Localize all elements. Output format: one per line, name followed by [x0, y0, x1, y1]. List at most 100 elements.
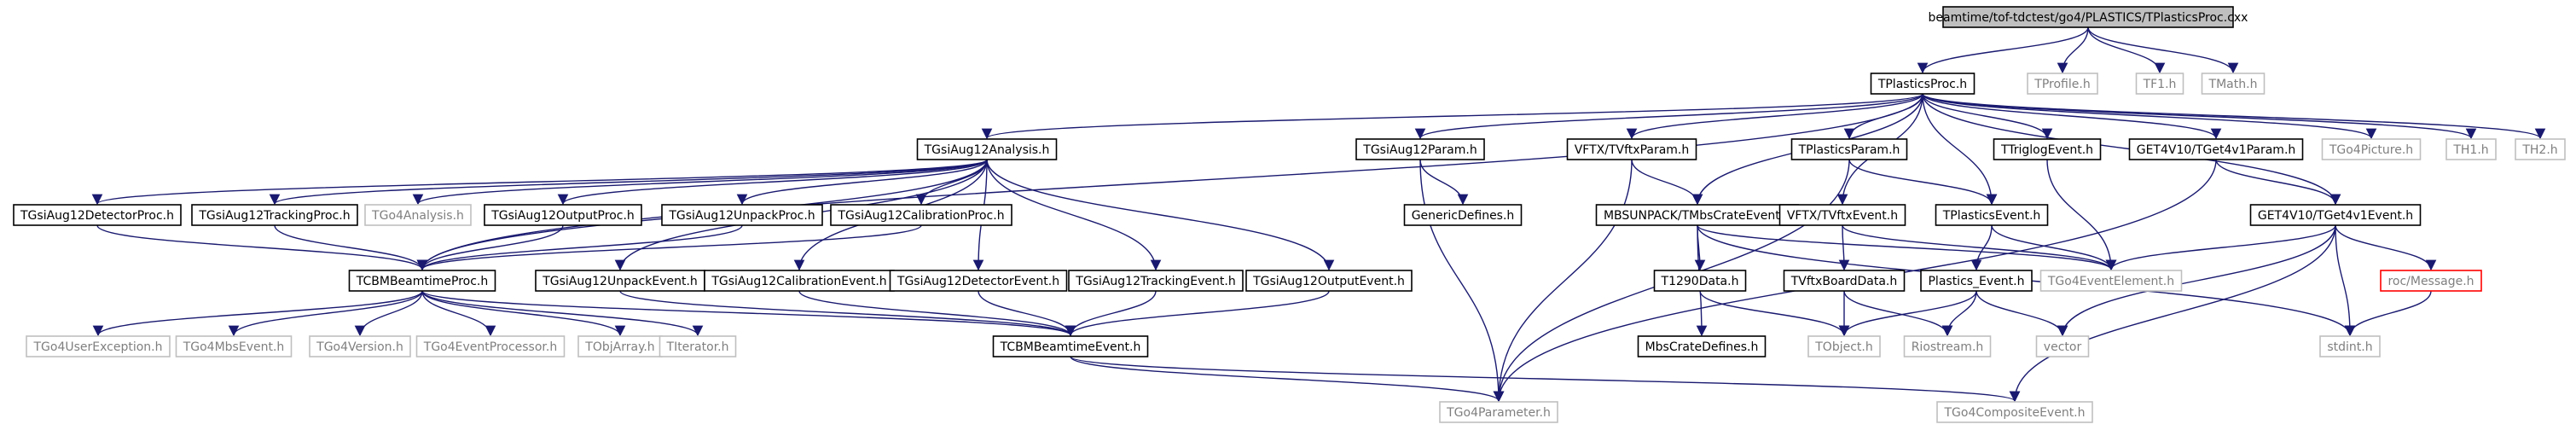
file-node-tcbmbeamtimeproc[interactable]: TCBMBeamtimeProc.h	[348, 270, 496, 292]
file-node-tplasticsparam[interactable]: TPlasticsParam.h	[1790, 138, 1908, 160]
file-node-tvftxboarddata[interactable]: TVftxBoardData.h	[1783, 270, 1906, 292]
node-label: TGsiAug12DetectorEvent.h	[896, 275, 1059, 288]
file-node-unpackproc[interactable]: TGsiAug12UnpackProc.h	[661, 204, 823, 226]
edge-tgsianalysis-to-unpackproc	[736, 159, 988, 206]
node-label: stdint.h	[2327, 340, 2372, 354]
file-node-vftxevent[interactable]: VFTX/TVftxEvent.h	[1778, 204, 1906, 226]
file-node-calibrationevent[interactable]: TGsiAug12CalibrationEvent.h	[704, 270, 895, 292]
file-node-tobjarray[interactable]: TObjArray.h	[577, 335, 663, 357]
node-label: VFTX/TVftxParam.h	[1575, 143, 1690, 157]
edge-tplasticsproc-to-tgsianalysis	[982, 93, 1923, 140]
node-label: TGo4Analysis.h	[371, 209, 464, 223]
edge-tgsianalysis-to-outputproc	[557, 159, 988, 206]
file-node-tplasticsproc[interactable]: TPlasticsProc.h	[1870, 73, 1976, 95]
file-node-trackingproc[interactable]: TGsiAug12TrackingProc.h	[191, 204, 358, 226]
edge-plasticsevent-to-tobject	[1838, 290, 1977, 337]
file-node-outputevent[interactable]: TGsiAug12OutputEvent.h	[1245, 270, 1413, 292]
file-node-tgo4eventelement[interactable]: TGo4EventElement.h	[2039, 270, 2183, 292]
edge-get4event-to-vector	[2057, 224, 2336, 337]
file-node-get4param[interactable]: GET4V10/TGet4v1Param.h	[2128, 138, 2304, 160]
file-nodes: beamtime/tof-tdctest/go4/PLASTICS/TPlast…	[13, 6, 2566, 423]
edge-vftxevent-to-tvftxboarddata	[1838, 224, 1850, 271]
file-node-detectorproc[interactable]: TGsiAug12DetectorProc.h	[13, 204, 182, 226]
node-box	[1595, 204, 1800, 226]
node-box	[577, 335, 663, 357]
node-label: TGo4EventElement.h	[2047, 275, 2174, 288]
node-label: TGo4Parameter.h	[1446, 406, 1551, 420]
node-box	[1942, 6, 2234, 28]
file-node-rocmessage[interactable]: roc/Message.h	[2380, 270, 2482, 292]
edge-tgsianalysis-to-detectorproc	[92, 159, 988, 206]
edge-trackingproc-to-tcbmbeamtimeproc	[274, 224, 428, 271]
node-box	[2039, 270, 2183, 292]
node-label: GenericDefines.h	[1412, 209, 1515, 223]
file-node-stdint[interactable]: stdint.h	[2319, 335, 2381, 357]
node-label: Riostream.h	[1912, 340, 1984, 354]
node-label: Plastics_Event.h	[1928, 275, 2024, 288]
node-box	[1637, 335, 1767, 357]
file-node-tmath[interactable]: TMath.h	[2201, 73, 2266, 95]
file-node-th2[interactable]: TH2.h	[2515, 138, 2566, 160]
file-node-genericdefines[interactable]: GenericDefines.h	[1403, 204, 1523, 226]
node-box	[1783, 270, 1906, 292]
file-node-t1290data[interactable]: T1290Data.h	[1653, 270, 1747, 292]
file-node-th1[interactable]: TH1.h	[2445, 138, 2497, 160]
file-node-get4event[interactable]: GET4V10/TGet4v1Event.h	[2249, 204, 2422, 226]
file-node-plasticsevent[interactable]: Plastics_Event.h	[1920, 270, 2033, 292]
edge-root-to-tf1	[2087, 26, 2166, 74]
file-node-tobject[interactable]: TObject.h	[1807, 335, 1881, 357]
node-box	[535, 270, 705, 292]
edge-tcbmbeamtimeevent-to-compositeevent	[1070, 356, 2020, 403]
file-node-vftxparam[interactable]: VFTX/TVftxParam.h	[1566, 138, 1697, 160]
node-label: VFTX/TVftxEvent.h	[1787, 209, 1898, 223]
edge-tplasticsproc-to-get4param	[1922, 93, 2222, 140]
file-node-vector[interactable]: vector	[2035, 335, 2090, 357]
edge-get4event-to-stdint	[2335, 224, 2356, 337]
edge-tplasticsproc-to-tgo4picture	[1922, 93, 2377, 140]
file-node-tgo4version[interactable]: TGo4Version.h	[309, 335, 411, 357]
file-node-tplasticsevent[interactable]: TPlasticsEvent.h	[1935, 204, 2049, 226]
file-node-mbscratedefines[interactable]: MbsCrateDefines.h	[1637, 335, 1767, 357]
edge-detectorproc-to-tcbmbeamtimeproc	[96, 224, 428, 271]
file-node-trackingevent[interactable]: TGsiAug12TrackingEvent.h	[1068, 270, 1244, 292]
file-node-mbscrateevent[interactable]: MBSUNPACK/TMbsCrateEvent.h	[1595, 204, 1800, 226]
file-node-ttriglogevent[interactable]: TTriglogEvent.h	[1993, 138, 2102, 160]
file-node-compositeevent[interactable]: TGo4CompositeEvent.h	[1936, 401, 2093, 423]
file-node-titerator[interactable]: TIterator.h	[659, 335, 737, 357]
file-node-mbsevent[interactable]: TGo4MbsEvent.h	[175, 335, 293, 357]
file-node-tgsianalysis[interactable]: TGsiAug12Analysis.h	[916, 138, 1058, 160]
file-node-tgo4analysis[interactable]: TGo4Analysis.h	[364, 204, 472, 226]
edge-plasticsevent-to-vector	[1976, 290, 2068, 337]
file-node-calibrationproc[interactable]: TGsiAug12CalibrationProc.h	[830, 204, 1012, 226]
file-node-tcbmbeamtimeevent[interactable]: TCBMBeamtimeEvent.h	[992, 335, 1149, 357]
edge-tplasticsproc-to-vftxparam	[1626, 93, 1923, 140]
edge-root-to-tprofile	[2057, 26, 2089, 74]
file-node-tgo4picture[interactable]: TGo4Picture.h	[2321, 138, 2422, 160]
file-node-usereexception[interactable]: TGo4UserException.h	[26, 335, 171, 357]
file-node-tgo4parameter[interactable]: TGo4Parameter.h	[1439, 401, 1558, 423]
edge-tplasticsevent-to-plasticsevent	[1970, 224, 1993, 271]
file-node-tgsiparam[interactable]: TGsiAug12Param.h	[1355, 138, 1485, 160]
edge-tcbmbeamtimeproc-to-usereexception	[92, 290, 423, 337]
node-label: TObjArray.h	[584, 340, 654, 354]
file-node-detectorevent[interactable]: TGsiAug12DetectorEvent.h	[889, 270, 1068, 292]
node-box	[484, 204, 642, 226]
file-node-eventprocessor[interactable]: TGo4EventProcessor.h	[415, 335, 566, 357]
node-label: TGsiAug12OutputProc.h	[490, 209, 635, 223]
file-node-outputproc[interactable]: TGsiAug12OutputProc.h	[484, 204, 642, 226]
edge-tgsianalysis-to-trackingproc	[270, 159, 988, 206]
node-box	[364, 204, 472, 226]
edge-tvftxboarddata-to-riostream	[1843, 290, 1953, 337]
file-node-tprofile[interactable]: TProfile.h	[2027, 73, 2098, 95]
node-label: TGsiAug12UnpackEvent.h	[542, 275, 698, 288]
file-node-riostream[interactable]: Riostream.h	[1903, 335, 1992, 357]
node-label: vector	[2044, 340, 2082, 354]
file-node-tf1[interactable]: TF1.h	[2135, 73, 2184, 95]
node-box	[704, 270, 895, 292]
edge-tcbmbeamtimeproc-to-titerator	[421, 290, 704, 337]
edge-trackingevent-to-tcbmbeamtimeevent	[1065, 290, 1157, 337]
edge-unpackevent-to-tcbmbeamtimeevent	[619, 290, 1076, 337]
node-label: TGsiAug12TrackingProc.h	[198, 209, 350, 223]
edge-vftxevent-to-tgo4eventelement	[1842, 224, 2117, 271]
file-node-unpackevent[interactable]: TGsiAug12UnpackEvent.h	[535, 270, 705, 292]
